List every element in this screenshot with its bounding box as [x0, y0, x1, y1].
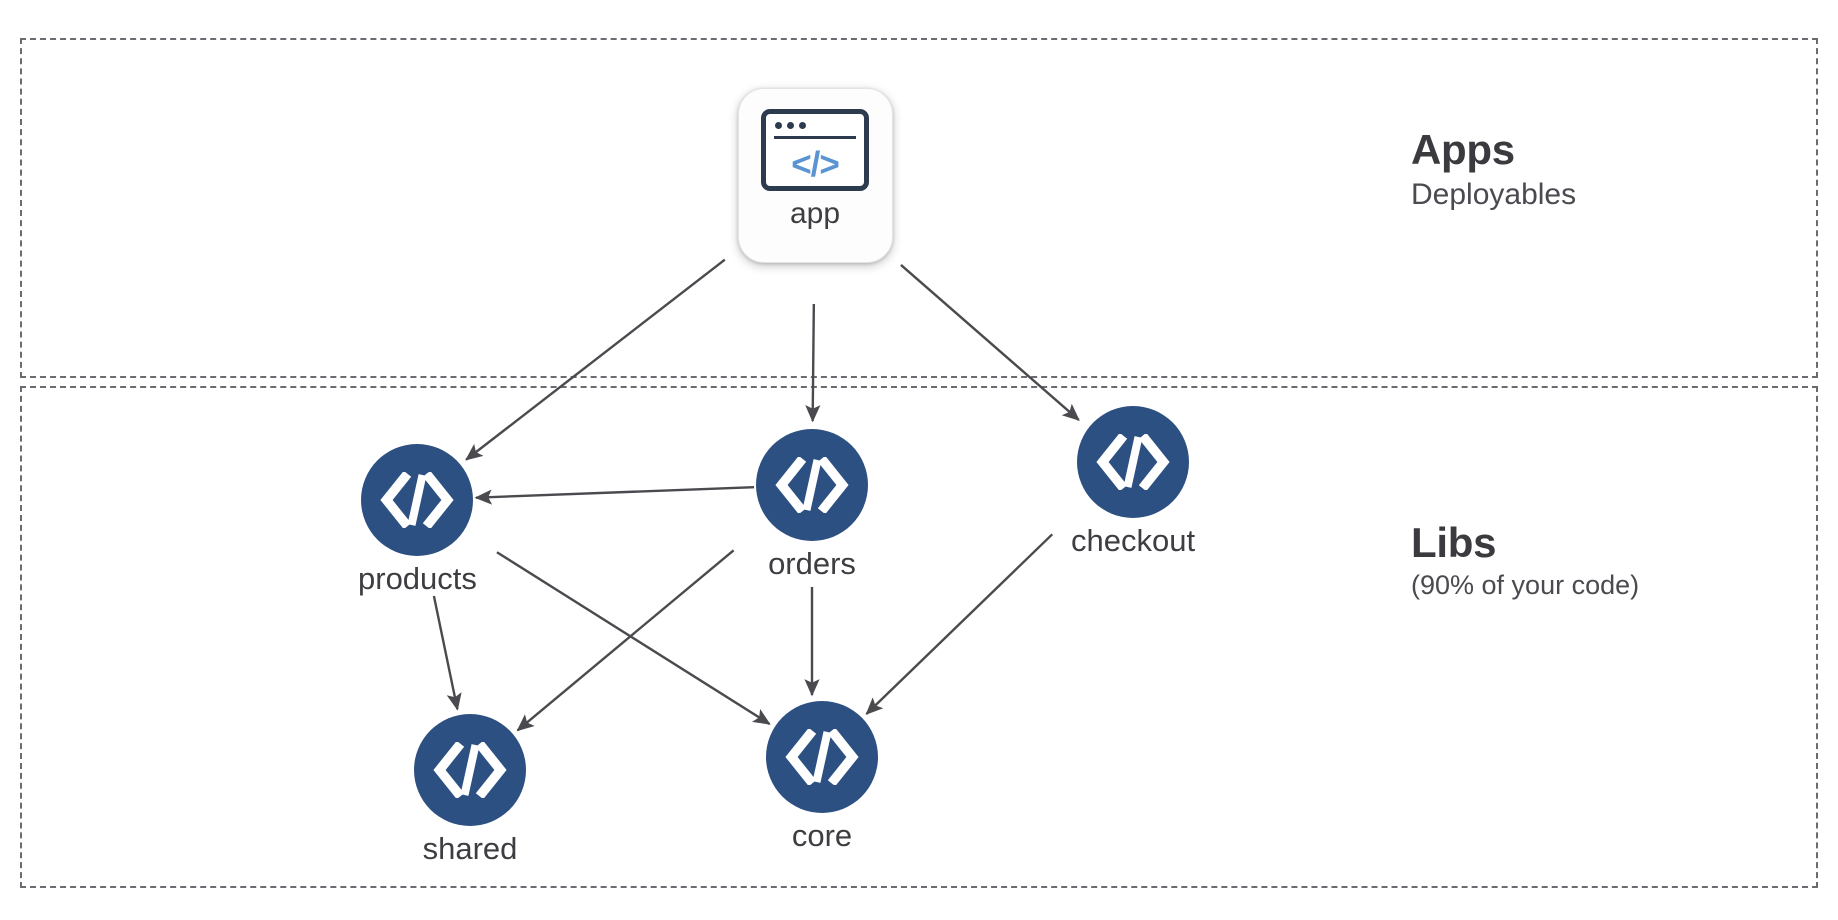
node-products[interactable]: products [358, 444, 477, 597]
node-orders[interactable]: orders [756, 429, 868, 582]
code-brackets-icon [756, 429, 868, 541]
browser-window-code-icon: </> [761, 109, 869, 191]
node-orders-label: orders [768, 546, 856, 581]
node-checkout[interactable]: checkout [1071, 406, 1195, 559]
code-brackets-icon [1077, 406, 1190, 518]
node-shared-label: shared [422, 831, 518, 866]
window-divider [774, 136, 856, 139]
zone-libs [20, 386, 1818, 888]
code-brackets-icon [361, 444, 474, 556]
node-core-label: core [791, 818, 853, 853]
code-brackets-icon [414, 714, 526, 826]
node-app-label: app [789, 197, 841, 230]
node-shared[interactable]: shared [414, 714, 526, 867]
node-app[interactable]: </> app [737, 88, 893, 263]
code-brackets-icon [766, 701, 878, 813]
zone-apps-title: Apps [1411, 126, 1515, 173]
code-brackets-glyph: </> [791, 144, 840, 184]
node-checkout-label: checkout [1071, 523, 1196, 558]
node-core[interactable]: core [766, 701, 878, 854]
zone-legend-libs: Libs (90% of your code) [1411, 519, 1640, 603]
window-dots-icon [775, 122, 806, 129]
zone-apps-subtitle: Deployables [1411, 178, 1577, 212]
zone-libs-title: Libs [1411, 519, 1497, 566]
zone-libs-subtitle: (90% of your code) [1411, 570, 1640, 601]
node-products-label: products [358, 561, 477, 596]
zone-legend-apps: Apps Deployables [1411, 126, 1577, 214]
